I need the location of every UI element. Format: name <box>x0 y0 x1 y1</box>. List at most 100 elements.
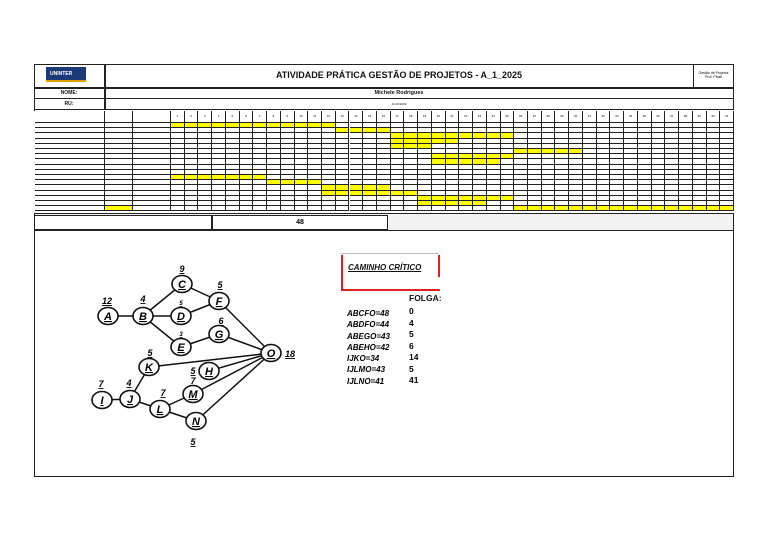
name-label: NOME: <box>60 90 78 96</box>
gantt-bar-segment <box>541 149 556 155</box>
day-cell <box>706 159 721 165</box>
day-cell <box>596 154 611 160</box>
day-header: 21 <box>445 111 460 123</box>
task-cell <box>105 123 133 129</box>
day-cell <box>610 128 625 134</box>
task-cell <box>133 180 171 186</box>
day-cell <box>692 123 707 129</box>
node-label: M <box>188 389 198 401</box>
day-cell <box>335 138 350 144</box>
day-cell <box>473 138 487 144</box>
day-cell <box>267 133 281 139</box>
day-cell <box>280 195 295 201</box>
node-A <box>97 306 119 326</box>
day-cell <box>541 190 556 196</box>
day-cell <box>665 159 680 165</box>
path-item: ABDFO=44 <box>347 320 390 330</box>
task-cell <box>105 164 133 170</box>
day-cell <box>541 201 556 207</box>
gantt-bar-segment <box>404 138 419 144</box>
node-label: I <box>100 395 104 407</box>
day-cell <box>418 128 432 134</box>
task-cell <box>133 159 171 165</box>
day-cell <box>486 175 501 181</box>
day-cell <box>171 195 185 201</box>
day-cell <box>212 138 226 144</box>
day-cell <box>624 149 638 155</box>
day-cell <box>267 164 281 170</box>
day-cell <box>679 128 693 134</box>
node-K <box>138 357 160 377</box>
day-cell <box>679 169 693 175</box>
day-cell <box>212 180 226 186</box>
day-cell <box>459 175 474 181</box>
day-cell <box>404 201 419 207</box>
day-cell <box>528 169 542 175</box>
day-cell <box>459 149 474 155</box>
day-cell <box>280 133 295 139</box>
node-label: J <box>127 394 134 406</box>
day-cell <box>569 190 583 196</box>
day-cell <box>267 169 281 175</box>
day-cell <box>624 143 638 149</box>
day-cell <box>528 138 542 144</box>
day-header: 20 <box>431 111 446 123</box>
day-cell <box>459 138 474 144</box>
day-cell <box>431 128 446 134</box>
day-cell <box>720 180 734 186</box>
day-cell <box>555 190 570 196</box>
day-cell <box>308 143 323 149</box>
node-label: C <box>178 279 187 291</box>
day-cell <box>308 201 323 207</box>
day-cell <box>404 195 419 201</box>
day-cell <box>473 185 487 191</box>
day-cell <box>239 206 254 212</box>
task-cell <box>133 149 171 155</box>
day-cell <box>212 159 226 165</box>
task-cell <box>35 133 105 139</box>
day-cell <box>692 154 707 160</box>
edge-F-O <box>218 300 272 354</box>
day-cell <box>514 201 528 207</box>
day-cell <box>322 175 336 181</box>
day-cell <box>253 143 268 149</box>
gantt-bar-segment <box>459 133 474 139</box>
day-cell <box>596 201 611 207</box>
day-cell <box>555 154 570 160</box>
day-cell <box>184 206 199 212</box>
day-cell <box>198 128 213 134</box>
day-cell <box>624 195 638 201</box>
day-cell <box>335 149 350 155</box>
folga-item: 14 <box>409 352 419 362</box>
day-cell <box>294 149 309 155</box>
gantt-bar-segment <box>459 201 474 207</box>
day-cell <box>637 169 652 175</box>
day-cell <box>473 149 487 155</box>
day-cell <box>473 123 487 129</box>
task-cell <box>133 138 171 144</box>
task-cell <box>133 185 171 191</box>
node-label: L <box>157 404 164 416</box>
day-cell <box>171 206 185 212</box>
day-cell <box>720 133 734 139</box>
day-cell <box>376 206 391 212</box>
day-cell <box>363 138 377 144</box>
gantt-bar-segment <box>445 133 460 139</box>
day-cell <box>376 138 391 144</box>
gantt-bar-segment <box>363 185 377 191</box>
day-cell <box>555 195 570 201</box>
day-cell <box>349 195 364 201</box>
folga-item: 0 <box>409 306 414 316</box>
day-cell <box>212 206 226 212</box>
node-D <box>170 306 192 326</box>
day-cell <box>198 154 213 160</box>
day-cell <box>720 154 734 160</box>
day-cell <box>459 180 474 186</box>
day-cell <box>308 185 323 191</box>
day-cell <box>637 154 652 160</box>
day-cell <box>376 201 391 207</box>
day-cell <box>610 195 625 201</box>
day-cell <box>637 180 652 186</box>
day-cell <box>267 195 281 201</box>
day-cell <box>500 201 515 207</box>
